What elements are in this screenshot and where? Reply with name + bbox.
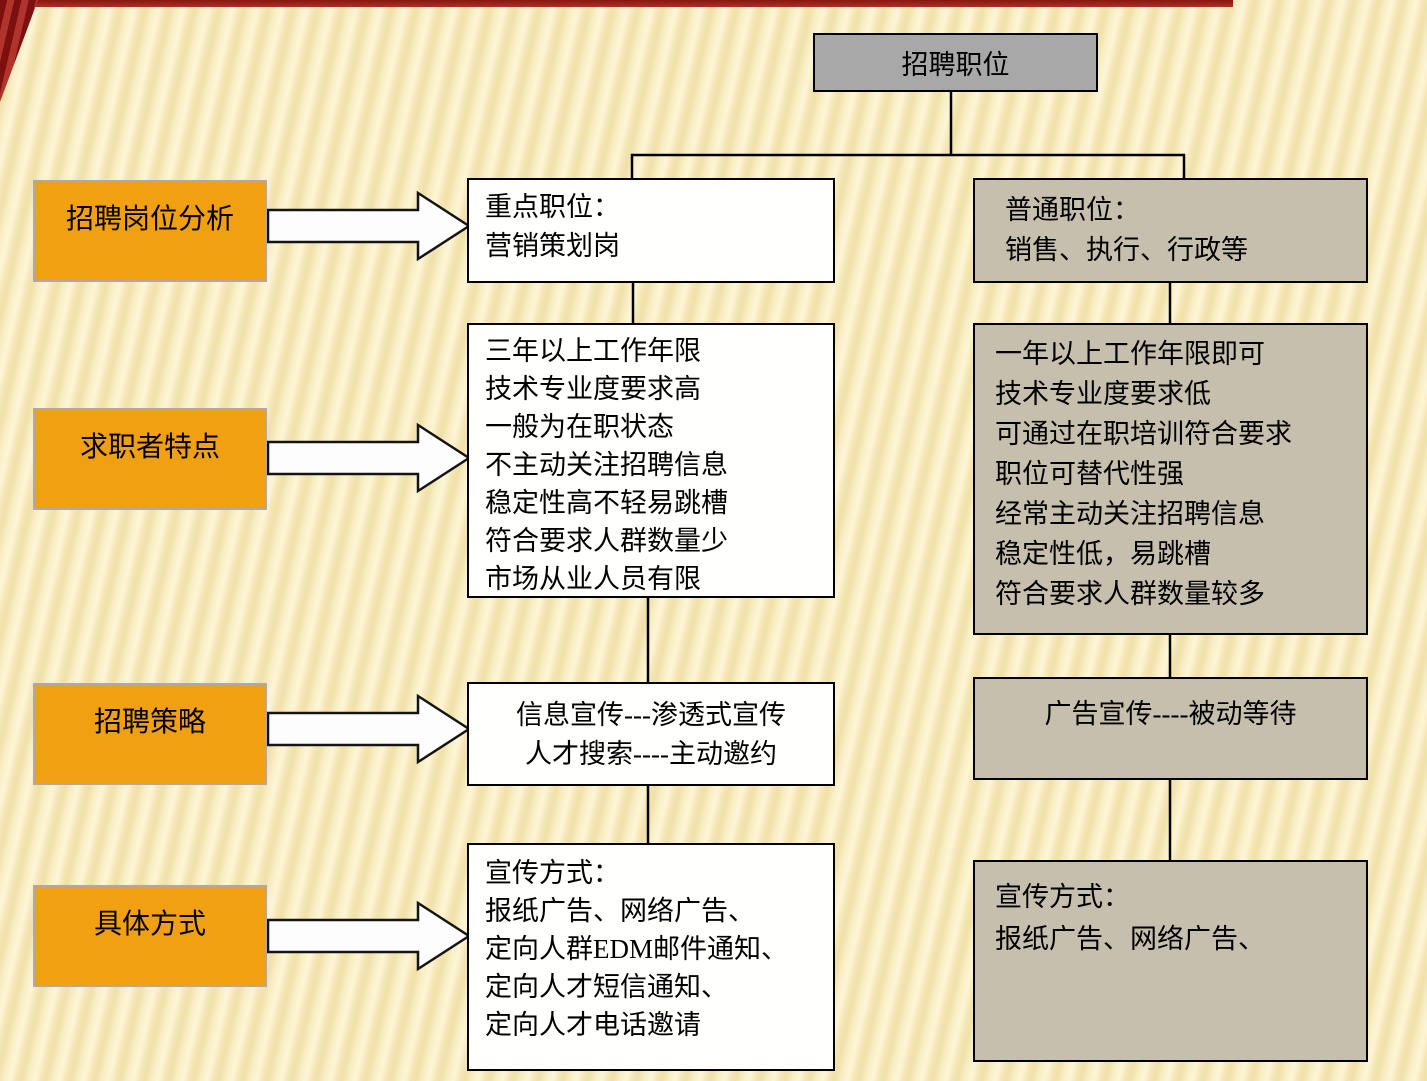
text-line: 经常主动关注招聘信息 [995, 499, 1265, 529]
general-candidate-traits-box: 一年以上工作年限即可 技术专业度要求低 可通过在职培训符合要求 职位可替代性强 … [973, 323, 1368, 635]
key-candidate-traits-box: 三年以上工作年限 技术专业度要求高 一般为在职状态 不主动关注招聘信息 稳定性高… [467, 323, 835, 598]
label-text: 具体方式 [93, 909, 206, 940]
text-line: 职位可替代性强 [995, 459, 1184, 489]
label-text: 求职者特点 [79, 432, 220, 463]
text-line: 符合要求人群数量少 [485, 526, 728, 556]
text-line: 报纸广告、网络广告、 [995, 924, 1265, 954]
key-position-box: 重点职位： 营销策划岗 [467, 178, 835, 283]
key-methods-box: 宣传方式： 报纸广告、网络广告、 定向人群EDM邮件通知、 定向人才短信通知、 … [467, 843, 835, 1071]
label-recruit-strategy: 招聘策略 [33, 683, 267, 785]
text-line: 人才搜索----主动邀约 [525, 739, 777, 769]
general-strategy-box: 广告宣传----被动等待 [973, 677, 1368, 780]
text-line: 市场从业人员有限 [485, 564, 701, 594]
top-red-strip-decoration [0, 0, 1233, 7]
key-strategy-box: 信息宣传---渗透式宣传 人才搜索----主动邀约 [467, 682, 835, 786]
text-line: 符合要求人群数量较多 [995, 579, 1265, 609]
text-line: 一般为在职状态 [485, 412, 674, 442]
label-position-analysis: 招聘岗位分析 [33, 180, 267, 282]
text-line: 技术专业度要求低 [995, 379, 1211, 409]
text-line: 技术专业度要求高 [485, 374, 701, 404]
text-line: 报纸广告、网络广告、 [485, 896, 755, 926]
text-line: 定向人才电话邀请 [485, 1010, 701, 1040]
right-arrow-icon [266, 693, 472, 765]
text-line: 销售、执行、行政等 [1005, 235, 1248, 265]
text-line: 稳定性低，易跳槽 [995, 539, 1211, 569]
label-candidate-traits: 求职者特点 [33, 408, 267, 510]
label-text: 招聘岗位分析 [65, 204, 234, 235]
text-line: 一年以上工作年限即可 [995, 339, 1265, 369]
right-arrow-icon [266, 900, 472, 972]
text-line: 信息宣传---渗透式宣传 [516, 700, 786, 730]
label-text: 招聘策略 [93, 707, 206, 738]
text-line: 不主动关注招聘信息 [485, 450, 728, 480]
text-line: 定向人群EDM邮件通知、 [485, 934, 788, 964]
text-line: 普通职位： [1005, 195, 1140, 225]
right-arrow-icon [266, 190, 472, 262]
right-arrow-icon [266, 422, 472, 494]
text-line: 定向人才短信通知、 [485, 972, 728, 1002]
text-line: 三年以上工作年限 [485, 336, 701, 366]
node-job-positions: 招聘职位 [813, 33, 1098, 92]
label-specific-methods: 具体方式 [33, 885, 267, 987]
node-title: 招聘职位 [901, 50, 1010, 80]
text-line: 广告宣传----被动等待 [1044, 699, 1297, 729]
text-line: 可通过在职培训符合要求 [995, 419, 1292, 449]
text-line: 营销策划岗 [485, 231, 620, 261]
text-line: 宣传方式： [995, 882, 1130, 912]
text-line: 稳定性高不轻易跳槽 [485, 488, 728, 518]
general-methods-box: 宣传方式： 报纸广告、网络广告、 [973, 860, 1368, 1062]
general-position-box: 普通职位： 销售、执行、行政等 [973, 178, 1368, 283]
text-line: 宣传方式： [485, 858, 620, 888]
text-line: 重点职位： [485, 192, 620, 222]
